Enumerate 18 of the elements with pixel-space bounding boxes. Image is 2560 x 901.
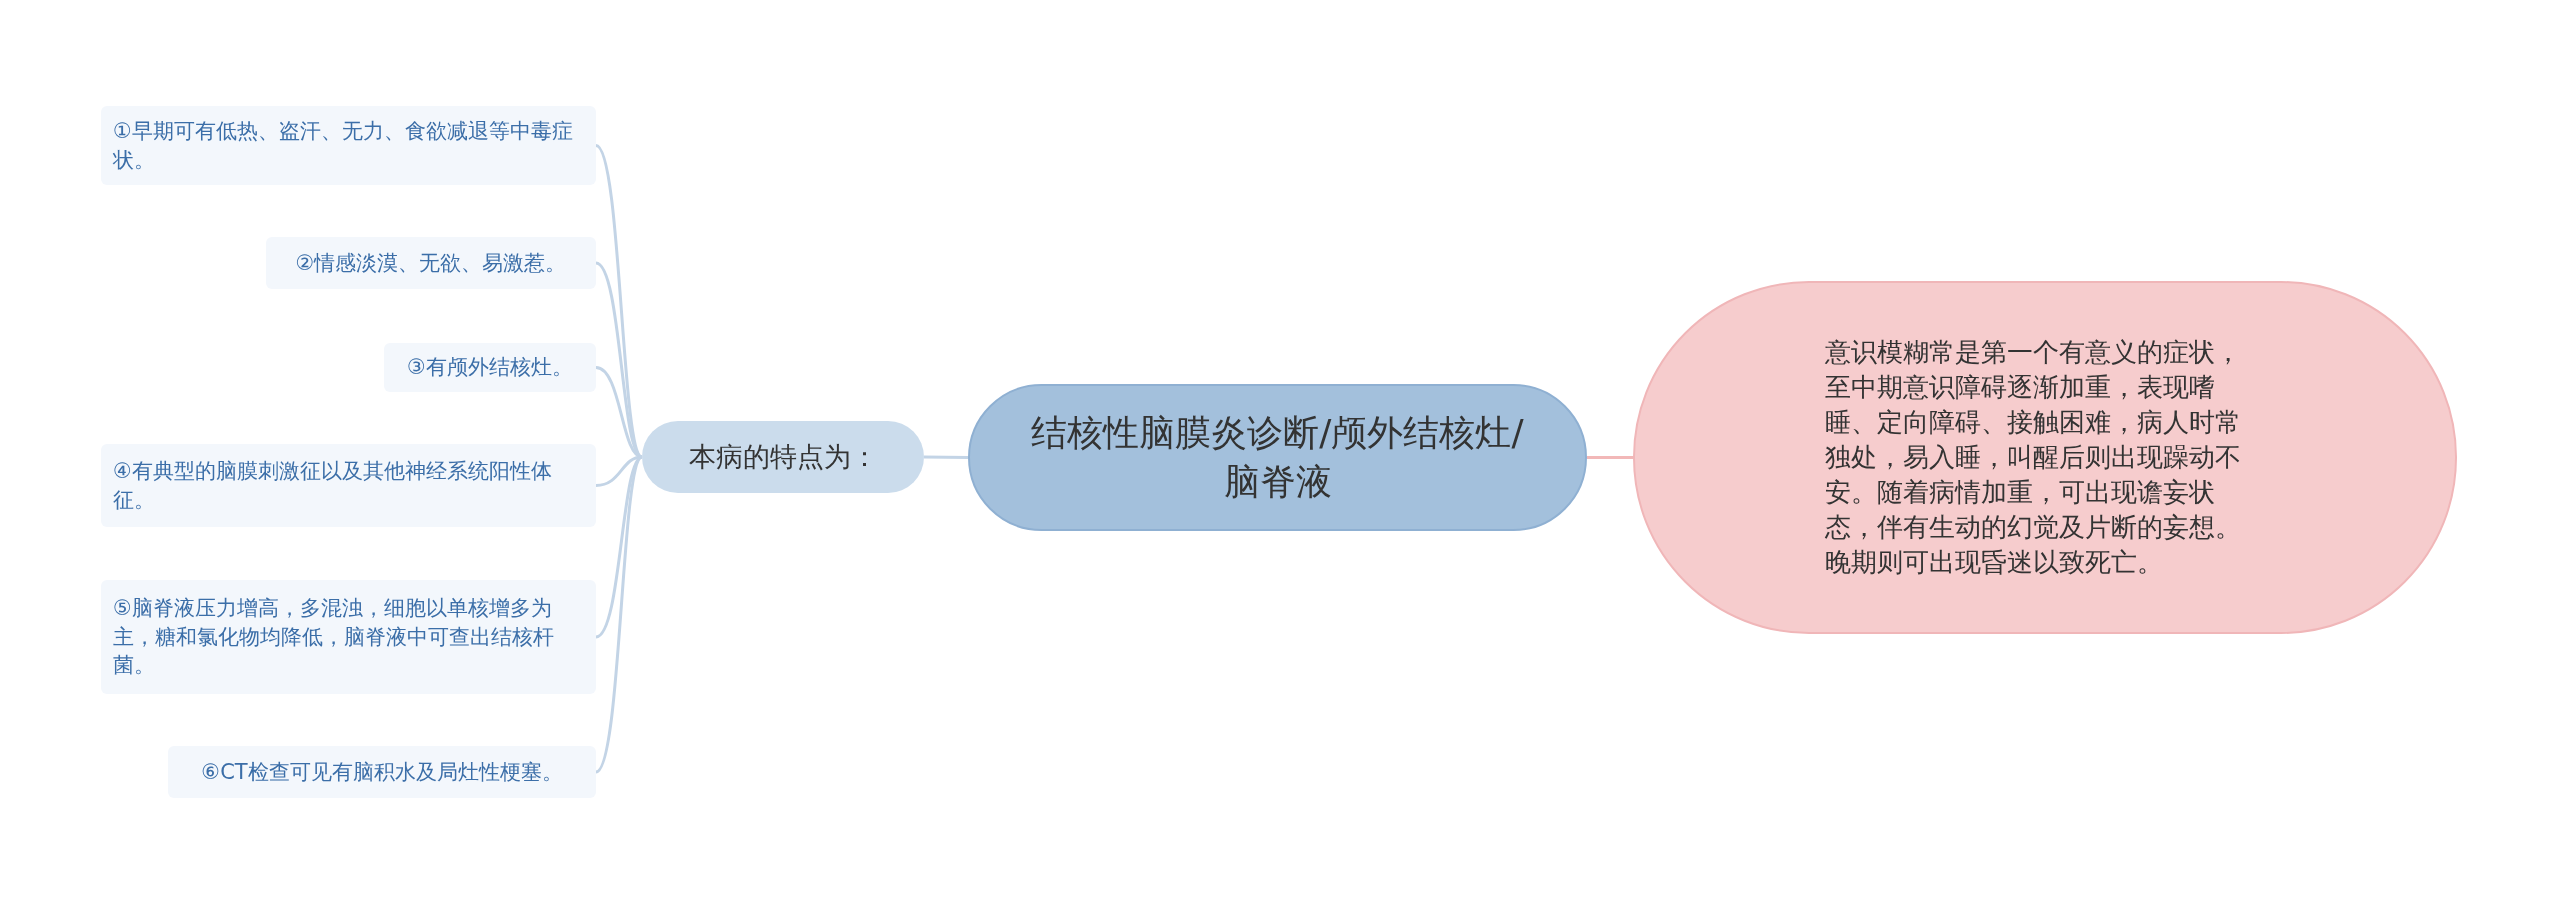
leaf-text: ③有颅外结核灶。 <box>407 354 573 382</box>
leaf-text: ②情感淡漠、无欲、易激惹。 <box>295 249 567 277</box>
leaf-text: ⑥CT检查可见有脑积水及局灶性梗塞。 <box>201 758 563 786</box>
leaf-text: ⑤脑脊液压力增高，多混浊，细胞以单核增多为主，糖和氯化物均降低，脑脊液中可查出结核杆菌。 <box>113 595 555 680</box>
leaf-box <box>266 237 596 289</box>
leaf-text: ④有典型的脑膜刺激征以及其他神经系统阳性体征。 <box>113 458 553 514</box>
branch-text: 本病的特点为： <box>688 439 878 474</box>
connector-line <box>1587 456 1633 459</box>
leaf-box <box>168 746 596 798</box>
leaf-box <box>101 106 596 185</box>
connector-line <box>594 456 644 774</box>
leaf-box <box>384 343 596 392</box>
topic-text: 结核性脑膜炎诊断/颅外结核灶/脑脊液 <box>1030 410 1525 504</box>
leaf-box <box>101 580 596 694</box>
connector-line <box>924 455 968 459</box>
leaf-text: ①早期可有低热、盗汗、无力、食欲减退等中毒症状。 <box>113 118 574 174</box>
leaf-box <box>101 444 596 527</box>
note-text: 意识模糊常是第一个有意义的症状，至中期意识障碍逐渐加重，表现嗜睡、定向障碍、接触困难，病人时常独处，易入睡，叫醒后则出现躁动不安。随着病情加重，可出现谵妄状态，伴有生动的幻觉及片断的妄想。晚期则可出现昏迷以致死亡。 <box>1825 335 2242 580</box>
